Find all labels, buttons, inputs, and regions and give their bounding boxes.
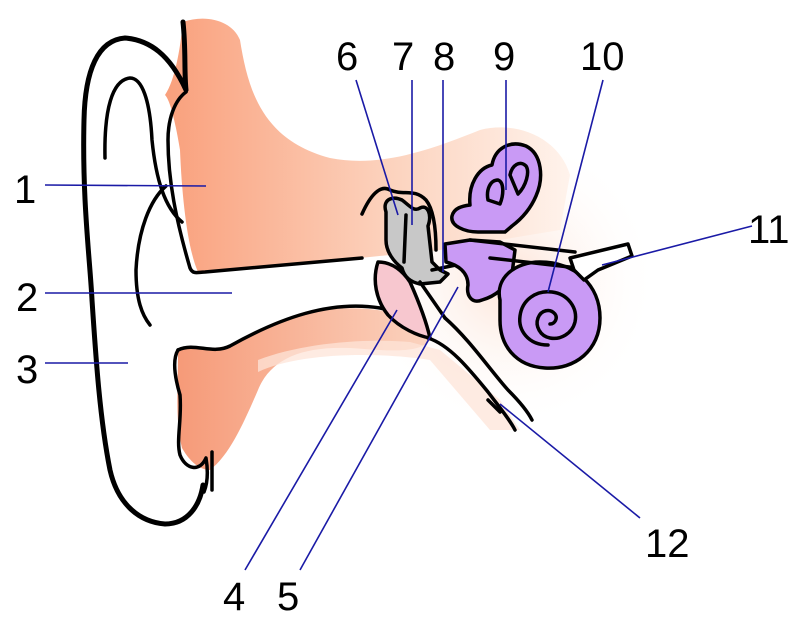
lower-skin-region	[177, 308, 430, 470]
middle-ear-cavity	[360, 186, 438, 252]
eustachian-tube-inner	[443, 316, 534, 422]
auditory-nerve-lower	[488, 256, 580, 270]
semicircular-canals	[450, 142, 543, 234]
lower-tissue-shade	[258, 340, 520, 430]
label-12: 12	[645, 522, 690, 566]
helix-inner-curve	[103, 76, 184, 224]
leader-10	[547, 79, 604, 293]
leader-1	[44, 184, 207, 187]
leader-6	[355, 79, 399, 216]
ossicles	[383, 196, 450, 286]
label-4: 4	[223, 575, 245, 619]
incus-detail	[402, 213, 408, 264]
leader-5	[299, 286, 459, 571]
label-11: 11	[748, 208, 790, 252]
label-7: 7	[392, 35, 414, 79]
pinna-outline	[81, 19, 206, 527]
cochlea-spiral	[518, 290, 578, 347]
leader-12	[499, 403, 641, 519]
cochlea	[497, 260, 602, 370]
antihelix-curve	[134, 184, 168, 327]
tube-connector	[418, 280, 447, 320]
tube-lower-connector	[486, 398, 502, 414]
label-10: 10	[580, 35, 625, 79]
earlobe-outline	[172, 348, 210, 494]
label-8: 8	[433, 35, 455, 79]
label-9: 9	[493, 35, 515, 79]
nerve-bundle	[568, 242, 634, 282]
auditory-nerve	[468, 238, 577, 254]
leader-4	[244, 309, 398, 571]
eustachian-tube	[426, 336, 517, 432]
label-2: 2	[16, 276, 38, 320]
label-3: 3	[16, 348, 38, 392]
label-1: 1	[14, 168, 36, 212]
label-5: 5	[277, 575, 299, 619]
canal-upper-edge	[166, 90, 364, 275]
leader-11	[601, 225, 753, 266]
label-6: 6	[336, 35, 358, 79]
